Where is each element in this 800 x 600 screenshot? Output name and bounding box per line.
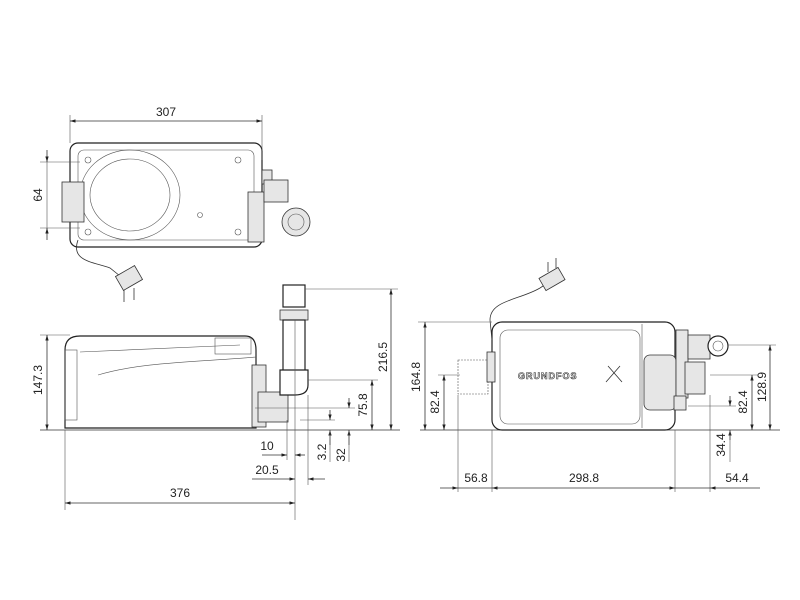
dim-side-length: 376	[170, 486, 190, 500]
power-cable-front	[489, 279, 553, 341]
dim-right-inlet-height: 82.4	[736, 390, 750, 414]
side-elbow	[279, 369, 309, 396]
side-view: 147.3 216.5 75.8 3.2 32 10 20.5 376	[31, 284, 400, 520]
dim-top-width: 307	[156, 105, 176, 119]
dim-body-length: 298.8	[569, 471, 599, 485]
front-inlet-left	[457, 359, 489, 395]
dim-outlet-height-front: 128.9	[755, 372, 769, 402]
dim-front-height: 164.8	[409, 362, 423, 392]
side-inlet	[257, 391, 289, 423]
side-outlet-pipe-top	[282, 284, 306, 308]
dim-right-offset: 54.4	[725, 471, 749, 485]
top-outlet-connector	[281, 207, 311, 237]
front-view: GRUNDFOS 164.8 82.4 56.8 298.8 54.4	[409, 258, 780, 492]
grundfos-x-logo	[605, 365, 623, 383]
top-body-outline	[69, 142, 263, 248]
dim-left-inlet-height: 82.4	[428, 390, 442, 414]
front-outlet-connector	[707, 335, 729, 357]
power-plug-top	[114, 265, 144, 291]
dim-inlet-height: 75.8	[356, 393, 370, 417]
dim-outlet-height: 216.5	[376, 342, 390, 372]
power-cable	[76, 239, 126, 281]
dim-left-offset: 56.8	[464, 471, 488, 485]
dim-offset-small: 3.2	[315, 443, 329, 460]
dim-side-height: 147.3	[31, 365, 45, 395]
side-body-outline	[64, 335, 257, 429]
dim-top-height: 64	[31, 188, 45, 202]
top-outlet-ring	[247, 191, 265, 243]
top-view: 307 64	[31, 105, 311, 302]
dim-offset-20: 20.5	[255, 463, 279, 477]
grundfos-logo: GRUNDFOS	[518, 371, 578, 381]
top-inlet-left	[61, 181, 85, 223]
dim-offset-10: 10	[260, 439, 274, 453]
front-lid-cover	[643, 354, 677, 411]
power-plug-front	[538, 266, 566, 292]
front-inlet-right	[684, 361, 706, 395]
dim-offset-32: 32	[334, 448, 348, 462]
dim-bottom-inlet-height: 34.4	[714, 433, 728, 457]
